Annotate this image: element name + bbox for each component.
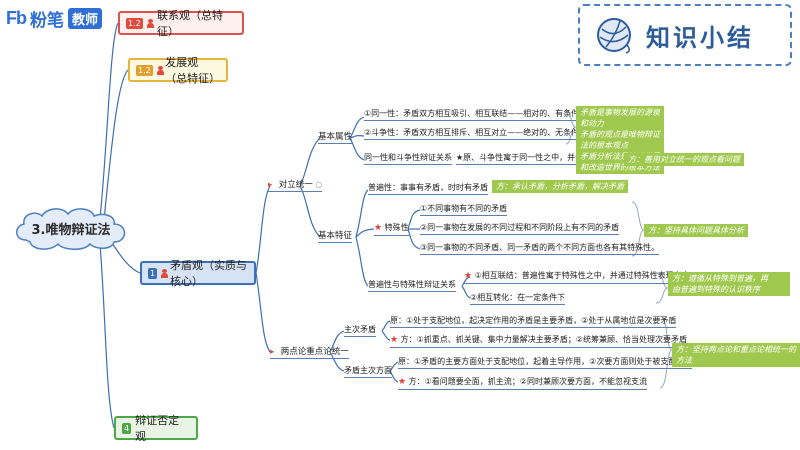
bz1-text: ①相互联结：普遍性寓于特殊性之中，并通过特殊性表现出来 — [474, 271, 690, 280]
branch-liangdian[interactable]: ▸ 两点论重点论统一 — [270, 345, 349, 359]
branch-fangmian[interactable]: 矛盾主次方面 — [344, 365, 392, 378]
green-note-pubian: 方：承认矛盾，分析矛盾，解决矛盾 — [492, 180, 628, 193]
root-label: 3.唯物辩证法 — [31, 222, 111, 238]
text-fm-yuan: 原：①矛盾的主要方面处于支配地位，起着主导作用，②次要方面则处于被支配地位 — [398, 356, 693, 369]
text-teshu3: ③同一事物的不同矛盾、同一矛盾的两个不同方面也各有其特殊性。 — [420, 242, 660, 255]
yarn-ball-icon — [597, 18, 631, 54]
node-fazhan[interactable]: 1.2 发展观（总特征） — [128, 56, 228, 85]
green-note-line: 矛盾是事物发展的源泉和动力 — [580, 108, 660, 128]
star-icon: ★ — [390, 335, 399, 345]
brand-logo: Fb 粉笔 教师 — [6, 6, 103, 31]
green-note-bz: 方：遵循从特殊到普遍，再 由普遍到特殊的认识秩序 — [668, 272, 790, 296]
priority-badge: 1 — [148, 267, 158, 279]
priority-badge: 1.2 — [126, 17, 143, 29]
text-zy-yuan: 原：①处于支配地位，起决定作用的矛盾是主要矛盾，②处于从属地位是次要矛盾 — [390, 315, 677, 328]
star-icon: ★ — [464, 271, 473, 281]
summary-title: 知识小结 — [646, 23, 754, 52]
pointer-icon: ▸ — [270, 347, 275, 357]
fm-fang-text: 方：①看问题要全面，抓主流；②同时兼顾次要方面，不能忽视支流 — [408, 377, 647, 386]
logo-tag: 教师 — [68, 8, 103, 29]
green-note-guanxi: 方：善用对立统一的观点看问题 — [624, 153, 744, 166]
branch-zhuyao[interactable]: 主次矛盾 — [344, 324, 376, 337]
text-guanxi-detail: ★原、斗争性寓于同一性之中，并为同一性所制约 — [456, 152, 632, 165]
text-bz1: ★ ①相互联结：普遍性寓于特殊性之中，并通过特殊性表现出来 — [464, 270, 690, 284]
logo-brand: 粉笔 — [30, 11, 64, 30]
collapse-icon: ○ — [315, 180, 323, 189]
green-note-line: 矛盾的观点是唯物辩证法的根本观点 — [580, 130, 660, 150]
node-lianxi-label: 联系观（总特征） — [157, 9, 224, 38]
person-icon — [161, 268, 169, 278]
priority-badge: 1.2 — [136, 64, 153, 76]
guanxi-detail-text: ★原、斗争性寓于同一性之中，并为同一性所制约 — [456, 153, 632, 162]
person-icon — [156, 65, 165, 75]
text-pubian: 普遍性：事事有矛盾，时时有矛盾 — [368, 182, 488, 195]
green-note-teshu: 方：坚持具体问题具体分析 — [644, 224, 748, 237]
text-douzheng: ②斗争性：矛盾双方相互排斥、相互对立——绝对的、无条件的 — [364, 127, 588, 140]
branch-duili[interactable]: ▸ 对立统一 ○ — [268, 178, 323, 192]
text-bianzheng: 普遍性与特殊性辩证关系 — [368, 279, 456, 292]
branch-duili-label: 对立统一 — [278, 180, 313, 190]
node-maodun-label: 矛盾观（实质与核心） — [170, 259, 248, 288]
branch-jiben-shuxing[interactable]: 基本属性 — [318, 132, 353, 144]
text-bz2: ②相互转化：在一定条件下 — [470, 292, 566, 305]
text-teshu1: ①不同事物有不同的矛盾 — [420, 203, 508, 216]
green-note-line: 矛盾分析法是认识世界和改造世界的根本方法 — [580, 152, 660, 172]
summary-title-box: 知识小结 — [578, 4, 792, 66]
zy-fang-text: 方：①抓重点、抓关键、集中力量解决主要矛盾；②统筹兼顾、恰当处理次要矛盾 — [400, 335, 687, 344]
green-note-line: 由普遍到特殊的认识秩序 — [672, 285, 760, 294]
liangdian-label: 两点论重点论统一 — [280, 347, 349, 357]
green-note-liangdian: 方：坚持两点论和重点论相统一的方法 — [672, 343, 800, 367]
branch-jiben-tezheng[interactable]: 基本特征 — [318, 231, 353, 243]
node-fouding-label: 辩证否定观 — [135, 414, 180, 443]
text-teshu2: ②同一事物在发展的不同过程和不同阶段上有不同的矛盾 — [420, 222, 620, 235]
priority-badge: 4 — [122, 422, 132, 434]
teshu-label: 特殊性 — [384, 223, 409, 232]
green-note-line: 方：遵循从特殊到普遍，再 — [672, 274, 768, 283]
cloud-shape — [16, 208, 126, 250]
pointer-icon: ▸ — [268, 180, 273, 190]
logo-mark: Fb — [6, 8, 27, 28]
text-tongyi: ①同一性：矛盾双方相互吸引、相互联结——相对的、有条件的 — [364, 108, 588, 121]
node-fouding[interactable]: 4 辩证否定观 — [114, 414, 198, 443]
star-icon: ★ — [374, 223, 383, 233]
text-guanxi: 同一性和斗争性辩证关系 — [364, 152, 452, 165]
node-lianxi[interactable]: 1.2 联系观（总特征） — [118, 9, 244, 38]
branch-teshu[interactable]: ★ 特殊性 — [374, 222, 409, 236]
node-fazhan-label: 发展观（总特征） — [165, 56, 221, 85]
person-icon — [146, 18, 155, 28]
text-zy-fang: ★ 方：①抓重点、抓关键、集中力量解决主要矛盾；②统筹兼顾、恰当处理次要矛盾 — [390, 334, 687, 348]
star-icon: ★ — [398, 377, 407, 387]
root-node[interactable]: 3.唯物辩证法 — [12, 206, 130, 250]
node-maodun[interactable]: 1 矛盾观（实质与核心） — [140, 259, 256, 288]
text-fm-fang: ★ 方：①看问题要全面，抓主流；②同时兼顾次要方面，不能忽视支流 — [398, 376, 647, 390]
